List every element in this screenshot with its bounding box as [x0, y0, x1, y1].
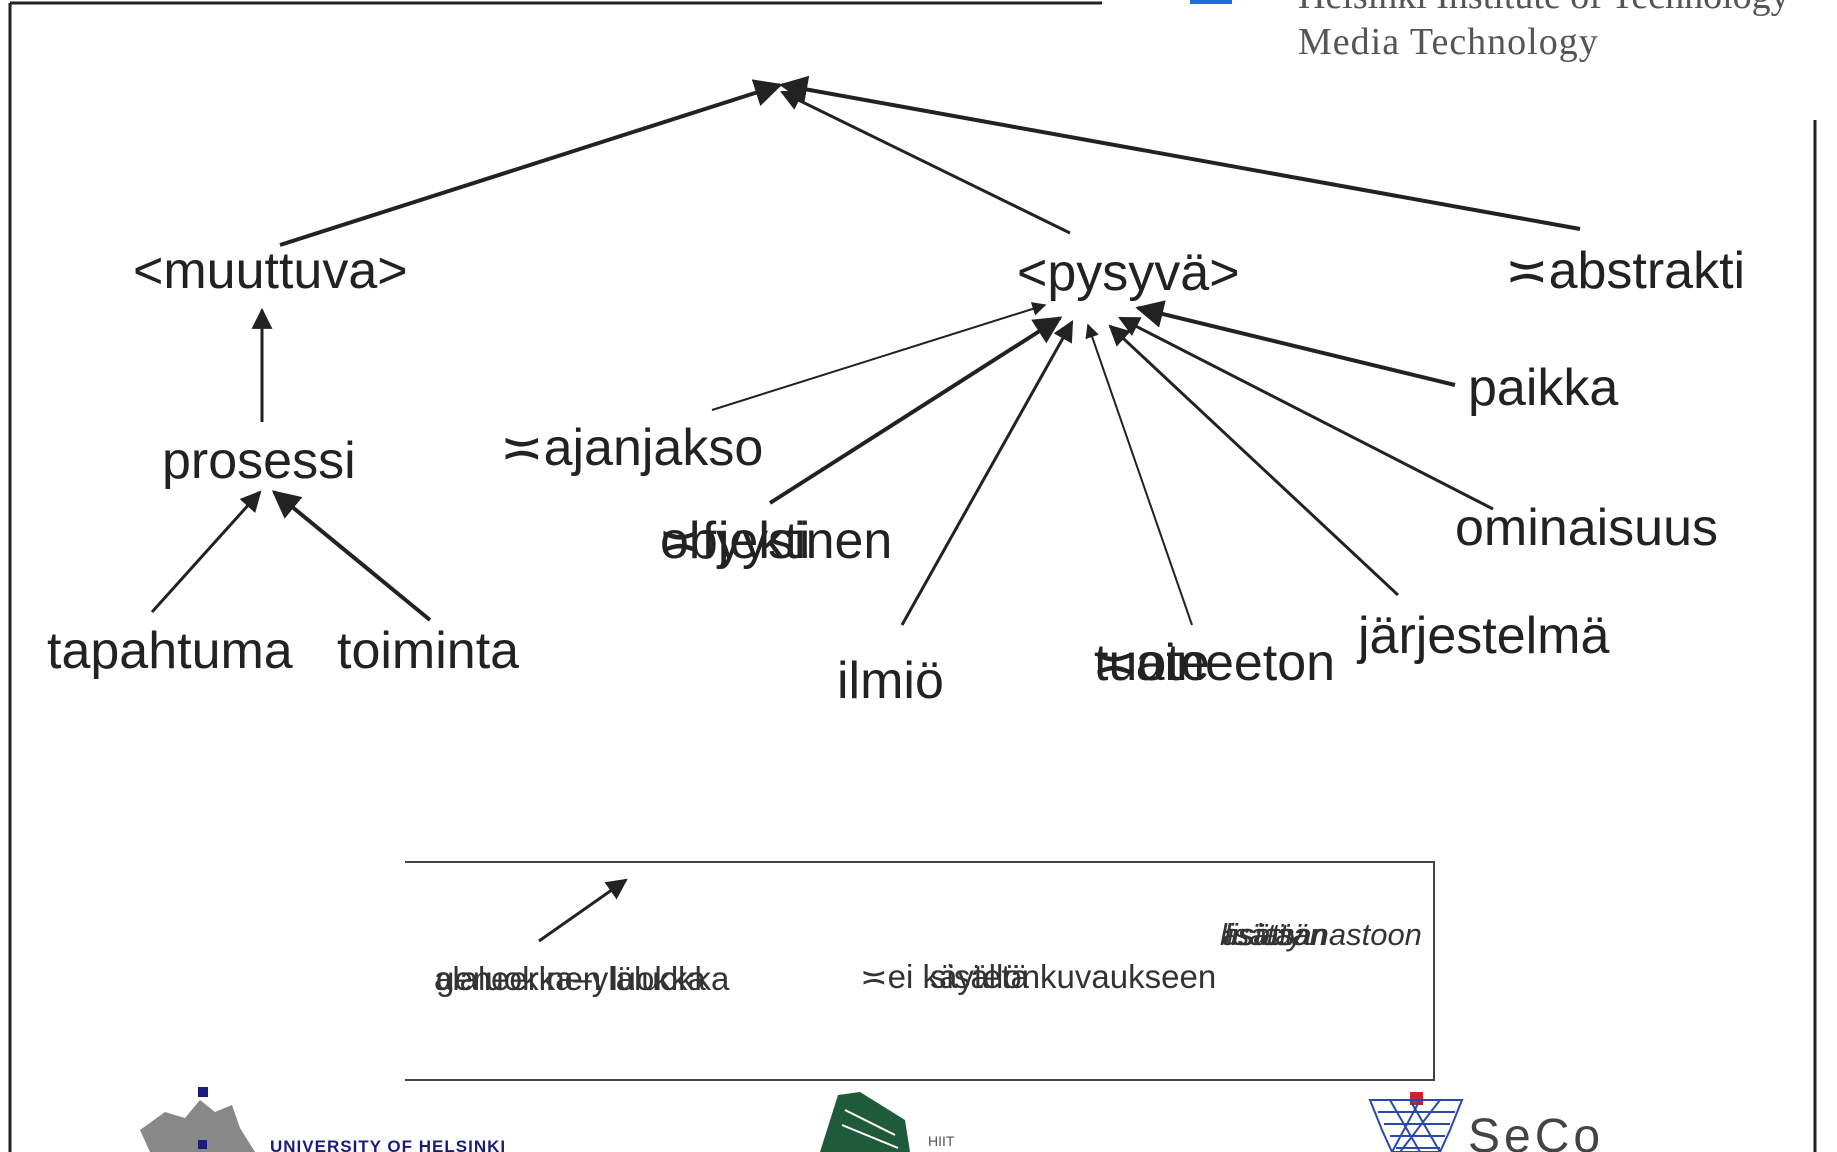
edge-muuttuva-root [279, 79, 783, 247]
node-aineeton: ≍aineeton [1092, 634, 1335, 692]
node-prosessi: prosessi [162, 432, 356, 490]
legend-arrow-label-a: alaluokka–yläluokka [434, 960, 730, 997]
node-paikka: paikka [1468, 359, 1618, 417]
edge-ilmio-pysyva [900, 320, 1074, 626]
edge-toiminta-prosessi [271, 490, 432, 622]
node-objekti: objekti [660, 512, 810, 570]
university-of-helsinki-logo: UNIVERSITY OF HELSINKI [140, 1087, 506, 1152]
header-cut-off-text: Helsinki Institute of Technology [1298, 0, 1790, 18]
pysyva-edges [711, 300, 1494, 626]
edge-pysyva-root [780, 90, 1071, 235]
seco-logo: SeCo [1368, 1092, 1604, 1152]
node-tuote: tuote [1094, 634, 1210, 692]
node-toiminta: toiminta [337, 622, 519, 680]
seco-text: SeCo [1468, 1110, 1604, 1152]
legend-arrow-label-b: geneerinen luokka [436, 960, 706, 997]
university-of-helsinki-text: UNIVERSITY OF HELSINKI [270, 1137, 506, 1152]
node-fyysinen: ≍fyysinen [658, 512, 892, 570]
legend-italic-b: asiasanastoon [1222, 917, 1422, 952]
edge-ajanjakso-pysyva [711, 302, 1047, 411]
node-muuttuva: <muuttuva> [133, 242, 408, 300]
legend: alaluokka–yläluokka geneerinen luokka ≍e… [405, 861, 1435, 1081]
legend-not-for-use-b: sisällönkuvaukseen [930, 958, 1216, 995]
node-jarjestelma: järjestelmä [1356, 607, 1609, 665]
hiit-text: HIIT [928, 1133, 955, 1149]
node-ilmio: ilmiö [837, 652, 944, 710]
header-logo-square [1190, 0, 1232, 4]
node-pysyva: <pysyvä> [1017, 244, 1240, 302]
legend-italic-c: lisätty [1224, 917, 1306, 952]
root-edges [279, 75, 1581, 247]
edge-paikka-pysyva [1135, 300, 1456, 387]
legend-not-for-use-a: ≍ei käytetä [860, 958, 1030, 995]
node-ominaisuus: ominaisuus [1455, 499, 1718, 557]
edge-aineeton-pysyva [1085, 323, 1193, 626]
header-subtitle: Media Technology [1298, 21, 1599, 63]
muuttuva-edges [150, 307, 432, 622]
node-abstrakti: ≍abstrakti [1505, 242, 1745, 300]
node-tapahtuma: tapahtuma [47, 622, 293, 680]
footer: UNIVERSITY OF HELSINKI HIIT SeCo [140, 1087, 1604, 1152]
edge-tapahtuma-prosessi [150, 490, 262, 614]
edge-jarjestelma-pysyva [1108, 324, 1400, 597]
hiit-logo: HIIT [820, 1092, 955, 1152]
legend-arrow-sample [538, 878, 628, 943]
legend-italic-a: lisätään [1220, 917, 1327, 952]
edge-ominaisuus-pysyva [1118, 316, 1494, 511]
edge-abstrakti-root [779, 75, 1581, 231]
edge-fyysinen-pysyva [768, 316, 1063, 505]
node-ajanjakso: ≍ajanjakso [500, 419, 763, 477]
legend-border [405, 861, 1435, 1081]
node-labels: <muuttuva> <pysyvä> ≍abstrakti prosessi … [47, 242, 1745, 710]
